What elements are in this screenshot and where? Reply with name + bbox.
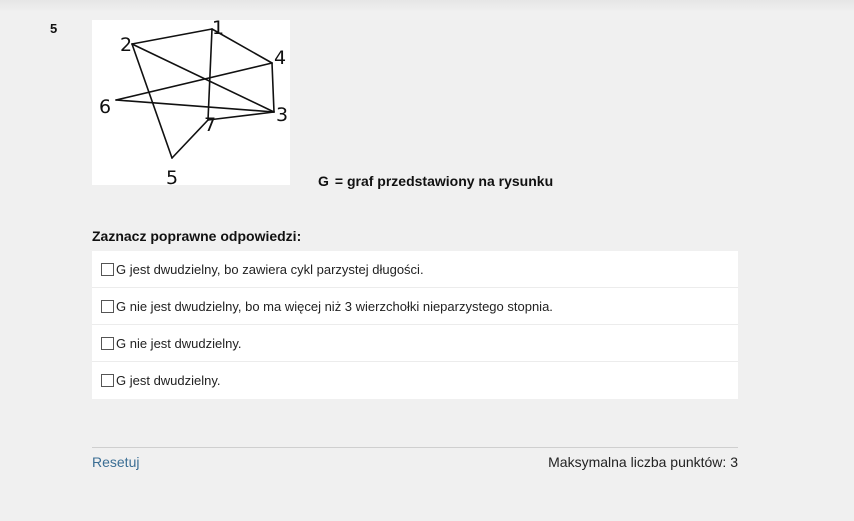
graph-edge-7-3 [207, 111, 275, 121]
answer-option-2[interactable]: G nie jest dwudzielny, bo ma więcej niż … [92, 288, 738, 325]
graph-caption-text: = graf przedstawiony na rysunku [334, 173, 554, 189]
graph-caption: G = graf przedstawiony na rysunku [318, 173, 553, 189]
graph-edge-1-4 [211, 28, 273, 64]
graph-vertex-label-4: 4 [274, 47, 286, 69]
graph-vertex-label-2: 2 [120, 34, 132, 56]
graph-edge-4-6 [115, 62, 273, 101]
answer-checkbox-1[interactable] [101, 262, 114, 276]
graph-symbol: G [318, 173, 329, 189]
graph-edge-2-1 [131, 28, 213, 45]
top-shadow-bar [0, 0, 854, 12]
answer-label-1: G jest dwudzielny, bo zawiera cykl parzy… [116, 261, 424, 277]
footer-divider [92, 447, 738, 448]
question-number: 5 [50, 21, 58, 36]
question-prompt: Zaznacz poprawne odpowiedzi: [92, 228, 302, 244]
answer-checkbox-4[interactable] [101, 374, 114, 387]
graph-vertex-label-5: 5 [166, 167, 178, 185]
graph-edge-5-7 [171, 119, 209, 159]
answer-label-3: G nie jest dwudzielny. [116, 335, 242, 351]
answer-option-4[interactable]: G jest dwudzielny. [92, 362, 738, 399]
max-points-label: Maksymalna liczba punktów: 3 [548, 454, 738, 470]
answer-checkbox-2[interactable] [101, 299, 114, 313]
graph-drawing: 1 2 3 4 5 6 7 [99, 20, 288, 185]
graph-edge-2-5 [131, 43, 173, 159]
graph-edge-1-7 [207, 28, 213, 121]
answer-option-3[interactable]: G nie jest dwudzielny. [92, 325, 738, 362]
answer-label-4: G jest dwudzielny. [116, 373, 221, 388]
reset-link[interactable]: Resetuj [92, 454, 140, 470]
graph-vertex-label-7: 7 [204, 114, 216, 136]
answer-label-2: G nie jest dwudzielny, bo ma więcej niż … [116, 298, 553, 314]
graph-edge-4-3 [271, 62, 275, 113]
answer-option-1[interactable]: G jest dwudzielny, bo zawiera cykl parzy… [92, 251, 738, 288]
graph-edge-2-3 [131, 43, 275, 113]
answer-checkbox-3[interactable] [101, 336, 114, 350]
graph-vertex-label-1: 1 [212, 20, 224, 39]
graph-vertex-label-6: 6 [99, 96, 111, 118]
answer-list: G jest dwudzielny, bo zawiera cykl parzy… [92, 251, 738, 399]
graph-figure: 1 2 3 4 5 6 7 [92, 20, 290, 185]
graph-edge-6-3 [115, 99, 275, 113]
graph-vertex-label-3: 3 [276, 104, 288, 126]
